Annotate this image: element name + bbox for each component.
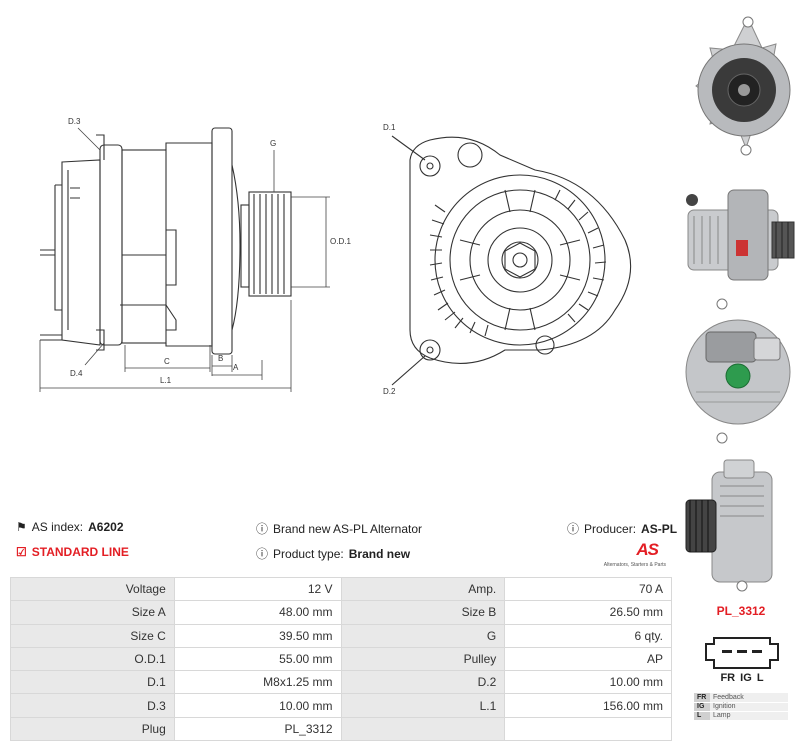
spec-value: 6 qty. xyxy=(504,623,672,648)
spec-label: Size B xyxy=(340,600,506,625)
spec-value: 26.50 mm xyxy=(504,600,672,625)
dim-label-d4: D.4 xyxy=(70,369,83,378)
alternator-front-view xyxy=(391,135,632,386)
legend-key: L xyxy=(694,711,710,721)
plug-pins: FR IG L xyxy=(720,672,764,684)
spec-value: 10.00 mm xyxy=(504,670,672,695)
spec-value: 70 A xyxy=(504,576,672,602)
logo-tagline: Alternators, Starters & Parts xyxy=(603,562,666,568)
plug-connector-icon xyxy=(705,637,779,669)
dim-label-a: A xyxy=(233,363,239,372)
as-index-value: A6202 xyxy=(88,520,124,534)
tag-icon: ⚑ xyxy=(16,520,27,534)
dim-label-od1: O.D.1 xyxy=(330,237,351,246)
spec-value: 10.00 mm xyxy=(173,693,342,718)
spec-label: Voltage xyxy=(10,576,175,602)
producer-value: AS-PL xyxy=(641,521,678,536)
product-type: ⓘ Product type: Brand new xyxy=(256,545,410,562)
legend-key: FR xyxy=(694,693,710,703)
producer-label: Producer: xyxy=(584,521,637,536)
product-photo-angle xyxy=(676,456,800,594)
standard-line: ☑ STANDARD LINE xyxy=(16,545,129,559)
product-photo-rear xyxy=(676,292,800,452)
producer: ⓘ Producer: AS-PL xyxy=(567,520,677,537)
spec-value: 12 V xyxy=(173,576,342,602)
spec-label: Size C xyxy=(10,623,175,648)
spec-label: Pulley xyxy=(340,646,506,672)
info-icon: ⓘ xyxy=(256,547,269,561)
spec-label: D.2 xyxy=(340,670,506,695)
dim-label-d3: D.3 xyxy=(68,117,81,126)
as-index: ⚑ AS index: A6202 xyxy=(16,520,124,534)
info-icon: ⓘ xyxy=(256,522,269,536)
dim-label-d1: D.1 xyxy=(383,123,396,132)
logo-text: AS xyxy=(636,540,659,559)
legend-desc: Feedback xyxy=(710,693,788,703)
standard-line-label: STANDARD LINE xyxy=(31,545,129,559)
spec-value: 55.00 mm xyxy=(173,646,342,672)
spec-label: D.1 xyxy=(10,670,175,695)
product-type-value: Brand new xyxy=(348,546,411,561)
product-photo-side xyxy=(676,170,800,288)
spec-value: 48.00 mm xyxy=(173,600,342,625)
brand-info: ⓘ Brand new AS-PL Alternator xyxy=(256,520,422,537)
spec-label: Plug xyxy=(10,716,175,742)
info-icon: ⓘ xyxy=(567,522,580,536)
legend-desc: Lamp xyxy=(710,711,788,721)
technical-drawing: D.3 G O.D.1 D.4 C B A L.1 D.1 D.2 xyxy=(39,117,632,396)
spec-value xyxy=(504,716,672,742)
dim-label-b: B xyxy=(218,354,223,363)
product-type-label: Product type: xyxy=(273,546,344,561)
brand-text: Brand new AS-PL Alternator xyxy=(273,521,422,536)
legend-key: IG xyxy=(694,702,710,712)
spec-value: PL_3312 xyxy=(173,716,342,742)
legend-desc: Ignition xyxy=(710,702,788,712)
spec-label: Size A xyxy=(10,600,175,625)
spec-label: Amp. xyxy=(340,576,506,602)
spec-value: 156.00 mm xyxy=(504,693,672,718)
plug-title: PL_3312 xyxy=(716,604,766,618)
as-logo: AS Alternators, Starters & Parts xyxy=(590,540,670,570)
spec-value: M8x1.25 mm xyxy=(173,670,342,695)
spec-value: AP xyxy=(504,646,672,672)
as-index-label: AS index: xyxy=(31,520,84,534)
alternator-side-view xyxy=(40,127,292,355)
spec-label: G xyxy=(340,623,506,648)
product-photo-front xyxy=(676,8,800,166)
spec-label: O.D.1 xyxy=(10,646,175,672)
checkbox-icon: ☑ xyxy=(16,545,27,559)
spec-value: 39.50 mm xyxy=(173,623,342,648)
spec-label: D.3 xyxy=(10,693,175,718)
dim-label-c: C xyxy=(164,357,170,366)
spec-label xyxy=(340,716,506,742)
spec-label: L.1 xyxy=(340,693,506,718)
dim-label-d2: D.2 xyxy=(383,387,396,396)
dim-label-g: G xyxy=(270,139,276,148)
dimension-lines xyxy=(39,127,330,392)
dim-label-l1: L.1 xyxy=(160,376,172,385)
